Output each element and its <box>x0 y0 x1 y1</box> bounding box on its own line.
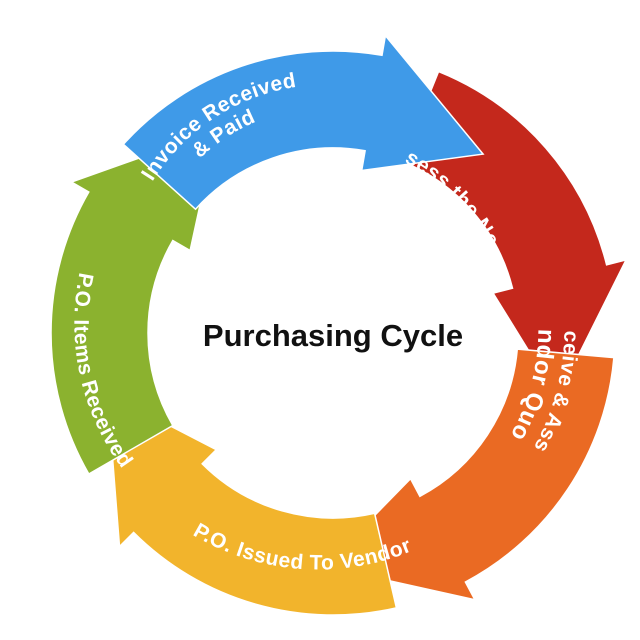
stage-po-received-arrow <box>50 129 218 476</box>
diagram-title: Purchasing Cycle <box>203 318 463 353</box>
stage-invoice-arrow <box>122 33 485 211</box>
stage-po-issued-arrow <box>106 392 398 616</box>
stage-quotes-arrow <box>323 348 615 601</box>
cycle-segments <box>50 33 628 616</box>
